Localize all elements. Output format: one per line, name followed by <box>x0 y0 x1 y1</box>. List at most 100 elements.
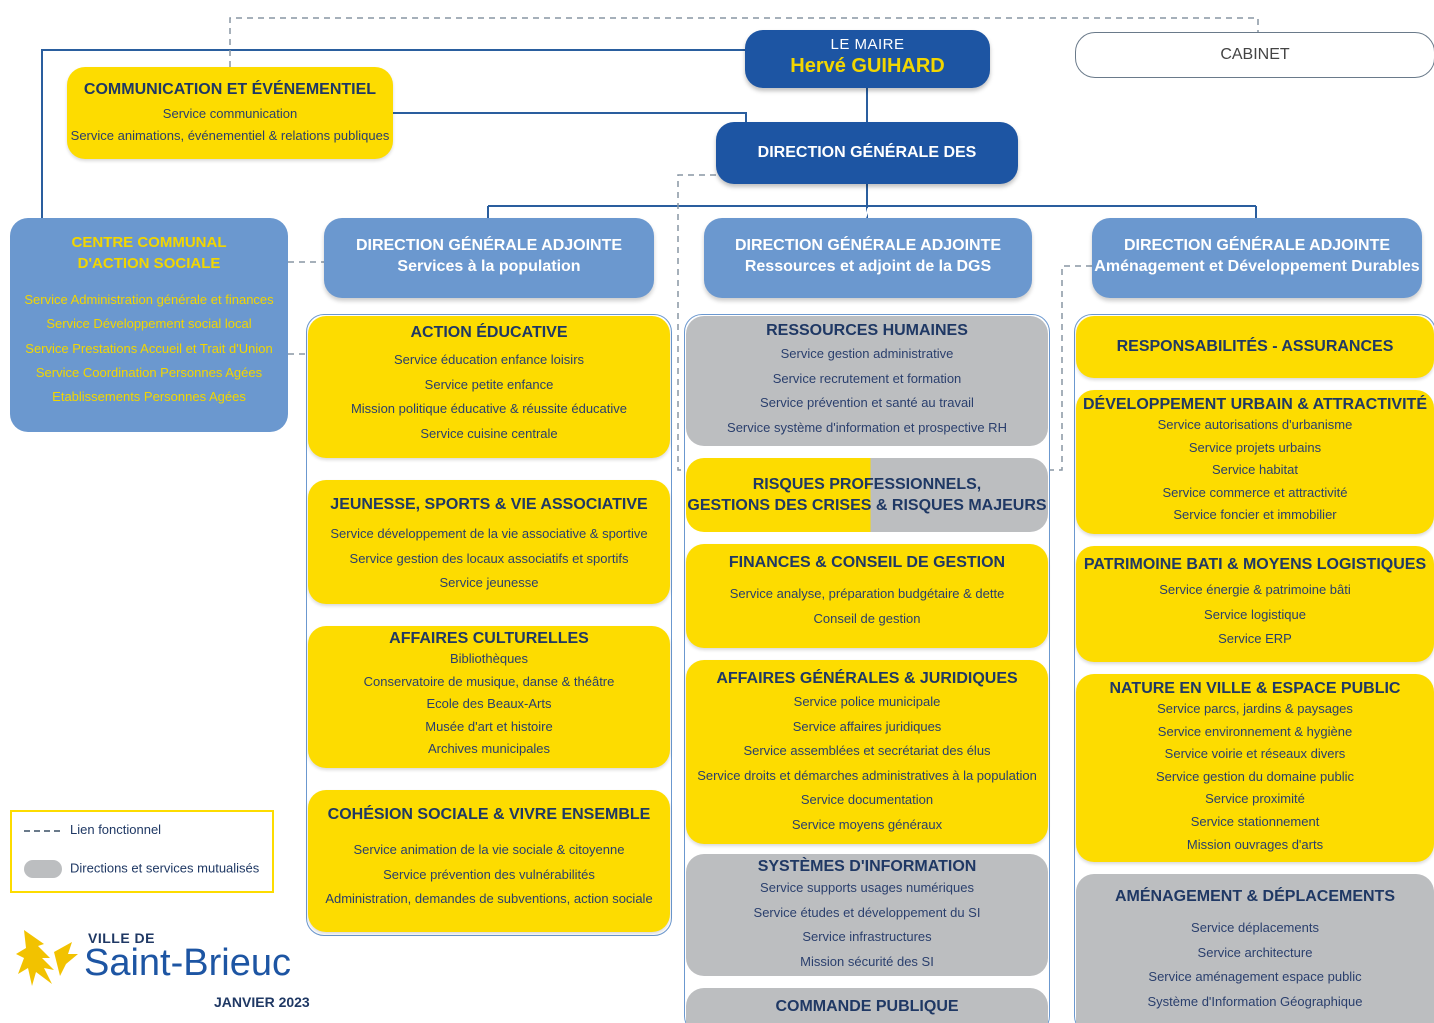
unit-title: PATRIMOINE BATI & MOYENS LOGISTIQUES <box>1083 556 1427 573</box>
unit-affaires-generales: AFFAIRES GÉNÉRALES & JURIDIQUES Service … <box>686 660 1048 844</box>
unit-title-line2: GESTIONS DES CRISES & RISQUES MAJEURS <box>687 497 1047 514</box>
unit-item: Service études et développement du SI <box>753 904 981 920</box>
unit-title: RESPONSABILITÉS - ASSURANCES <box>1116 338 1394 355</box>
unit-item: Service analyse, préparation budgétaire … <box>729 586 1005 601</box>
unit-item: Service développement de la vie associat… <box>330 526 648 541</box>
griffin-emblem-icon <box>16 930 78 986</box>
communication-title: COMMUNICATION ET ÉVÉNEMENTIEL <box>83 81 377 98</box>
unit-item: Service architecture <box>1197 944 1313 960</box>
unit-item: Mission ouvrages d'arts <box>1186 836 1324 852</box>
unit-title-line1: RISQUES PROFESSIONNELS, <box>752 476 982 493</box>
unit-item: Service aménagement espace public <box>1148 969 1362 984</box>
dga-amenagement-line1: DIRECTION GÉNÉRALE ADJOINTE <box>1123 237 1391 254</box>
ccas-title-line2: D'ACTION SOCIALE <box>77 255 221 272</box>
unit-item: Service logistique <box>1204 606 1306 622</box>
unit-title: DÉVELOPPEMENT URBAIN & ATTRACTIVITÉ <box>1082 396 1427 413</box>
unit-item: Service énergie & patrimoine bâti <box>1159 582 1351 597</box>
unit-jeunesse-sports: JEUNESSE, SPORTS & VIE ASSOCIATIVE Servi… <box>308 480 670 604</box>
unit-item: Service documentation <box>800 792 934 807</box>
unit-item: Administration, demandes de subventions,… <box>325 891 653 906</box>
unit-action-educative: ACTION ÉDUCATIVE Service éducation enfan… <box>308 316 670 458</box>
unit-item: Musée d'art et histoire <box>425 718 553 734</box>
unit-title: COMMANDE PUBLIQUE <box>775 998 959 1015</box>
unit-item: Ecole des Beaux-Arts <box>426 696 552 712</box>
unit-item: Service petite enfance <box>424 376 554 392</box>
unit-item: Mission sécurité des SI <box>800 953 934 969</box>
dga-population-box: DIRECTION GÉNÉRALE ADJOINTE Services à l… <box>324 218 654 298</box>
unit-patrimoine-bati: PATRIMOINE BATI & MOYENS LOGISTIQUES Ser… <box>1076 546 1434 662</box>
unit-item: Service stationnement <box>1190 813 1320 829</box>
unit-item: Service système d'information et prospec… <box>727 419 1007 435</box>
unit-item: Service affaires juridiques <box>792 718 942 734</box>
dga-amenagement-box: DIRECTION GÉNÉRALE ADJOINTE Aménagement … <box>1092 218 1422 298</box>
unit-item: Service habitat <box>1212 462 1298 478</box>
unit-item: Conservatoire de musique, danse & théâtr… <box>363 673 615 689</box>
amenagement-column-frame <box>1074 314 1434 1023</box>
dga-amenagement-line2: Aménagement et Développement Durables <box>1094 258 1420 275</box>
unit-item: Service police municipale <box>793 694 941 709</box>
unit-item: Service voirie et réseaux divers <box>1164 746 1346 762</box>
legend: Lien fonctionnel Directions et services … <box>10 810 274 893</box>
unit-risques-professionnels: RISQUES PROFESSIONNELS, GESTIONS DES CRI… <box>686 458 1048 532</box>
unit-item: Service proximité <box>1205 791 1305 807</box>
unit-title: FINANCES & CONSEIL DE GESTION <box>728 554 1006 571</box>
unit-item: Service infrastructures <box>802 929 932 944</box>
ressources-column-frame <box>684 314 1050 1023</box>
unit-title: AFFAIRES GÉNÉRALES & JURIDIQUES <box>716 670 1018 687</box>
cabinet-label: CABINET <box>1220 46 1290 63</box>
unit-commande-publique: COMMANDE PUBLIQUE <box>686 988 1048 1023</box>
city-logo: VILLE DE Saint-Brieuc JANVIER 2023 <box>16 920 316 1015</box>
unit-title: RESSOURCES HUMAINES <box>766 322 968 339</box>
unit-responsabilites-assurances: RESPONSABILITÉS - ASSURANCES <box>1076 316 1434 378</box>
unit-item: Service foncier et immobilier <box>1173 507 1337 523</box>
dgs-box: DIRECTION GÉNÉRALE DES SERVICES <box>716 122 1018 223</box>
unit-affaires-culturelles: AFFAIRES CULTURELLES Bibliothèques Conse… <box>308 626 670 768</box>
unit-item: Service autorisations d'urbanisme <box>1157 417 1353 432</box>
logo-ville-de: VILLE DE <box>88 930 156 946</box>
unit-item: Service projets urbains <box>1188 439 1322 455</box>
ccas-item: Service Coordination Personnes Agées <box>35 364 263 380</box>
unit-item: Service éducation enfance loisirs <box>393 352 585 367</box>
dashed-line-icon <box>24 829 60 832</box>
ccas-title-line1: CENTRE COMMUNAL <box>71 234 227 251</box>
legend-shared: Directions et services mutualisés <box>24 860 259 878</box>
communication-item: Service communication <box>162 106 298 121</box>
unit-item: Service supports usages numériques <box>760 880 974 895</box>
unit-item: Service parcs, jardins & paysages <box>1157 701 1353 716</box>
unit-item: Service déplacements <box>1191 920 1319 935</box>
unit-title: SYSTÈMES D'INFORMATION <box>757 858 977 875</box>
ccas-item: Service Prestations Accueil et Trait d'U… <box>25 340 273 356</box>
unit-item: Service assemblées et secrétariat des él… <box>743 743 991 758</box>
legend-shared-label: Directions et services mutualisés <box>70 860 260 876</box>
unit-title: ACTION ÉDUCATIVE <box>410 324 568 341</box>
dga-ressources-box: DIRECTION GÉNÉRALE ADJOINTE Ressources e… <box>704 218 1032 298</box>
unit-title: AFFAIRES CULTURELLES <box>389 630 589 647</box>
legend-functional-link-label: Lien fonctionnel <box>70 822 162 837</box>
logo-city-name: Saint-Brieuc <box>84 942 291 984</box>
communication-item: Service animations, événementiel & relat… <box>70 128 390 143</box>
unit-item: Service jeunesse <box>439 575 539 590</box>
unit-systemes-information: SYSTÈMES D'INFORMATION Service supports … <box>686 854 1048 976</box>
population-column-frame <box>306 314 672 936</box>
unit-item: Bibliothèques <box>449 651 529 666</box>
unit-developpement-urbain: DÉVELOPPEMENT URBAIN & ATTRACTIVITÉ Serv… <box>1076 390 1434 534</box>
unit-item: Archives municipales <box>427 741 551 757</box>
legend-functional-link: Lien fonctionnel <box>24 822 161 837</box>
ccas-item: Etablissements Personnes Agées <box>52 389 246 405</box>
unit-item: Service prévention et santé au travail <box>760 395 974 410</box>
logo-date: JANVIER 2023 <box>214 994 310 1010</box>
communication-box: COMMUNICATION ET ÉVÉNEMENTIEL Service co… <box>67 67 393 159</box>
ccas-item: Service Développement social local <box>46 316 252 332</box>
dga-ressources-line2: Ressources et adjoint de la DGS <box>744 258 992 275</box>
unit-ressources-humaines: RESSOURCES HUMAINES Service gestion admi… <box>686 316 1048 446</box>
unit-amenagement-deplacements: AMÉNAGEMENT & DÉPLACEMENTS Service dépla… <box>1076 874 1434 1023</box>
mayor-name: Hervé GUIHARD <box>790 55 945 77</box>
unit-item: Conseil de gestion <box>813 610 921 626</box>
unit-finances: FINANCES & CONSEIL DE GESTION Service an… <box>686 544 1048 648</box>
unit-item: Service cuisine centrale <box>420 425 558 441</box>
dga-population-line1: DIRECTION GÉNÉRALE ADJOINTE <box>355 237 623 254</box>
ccas-box: CENTRE COMMUNAL D'ACTION SOCIALE Service… <box>10 218 288 432</box>
unit-item: Service gestion administrative <box>780 346 954 361</box>
mayor-box: LE MAIRE Hervé GUIHARD <box>745 30 990 88</box>
